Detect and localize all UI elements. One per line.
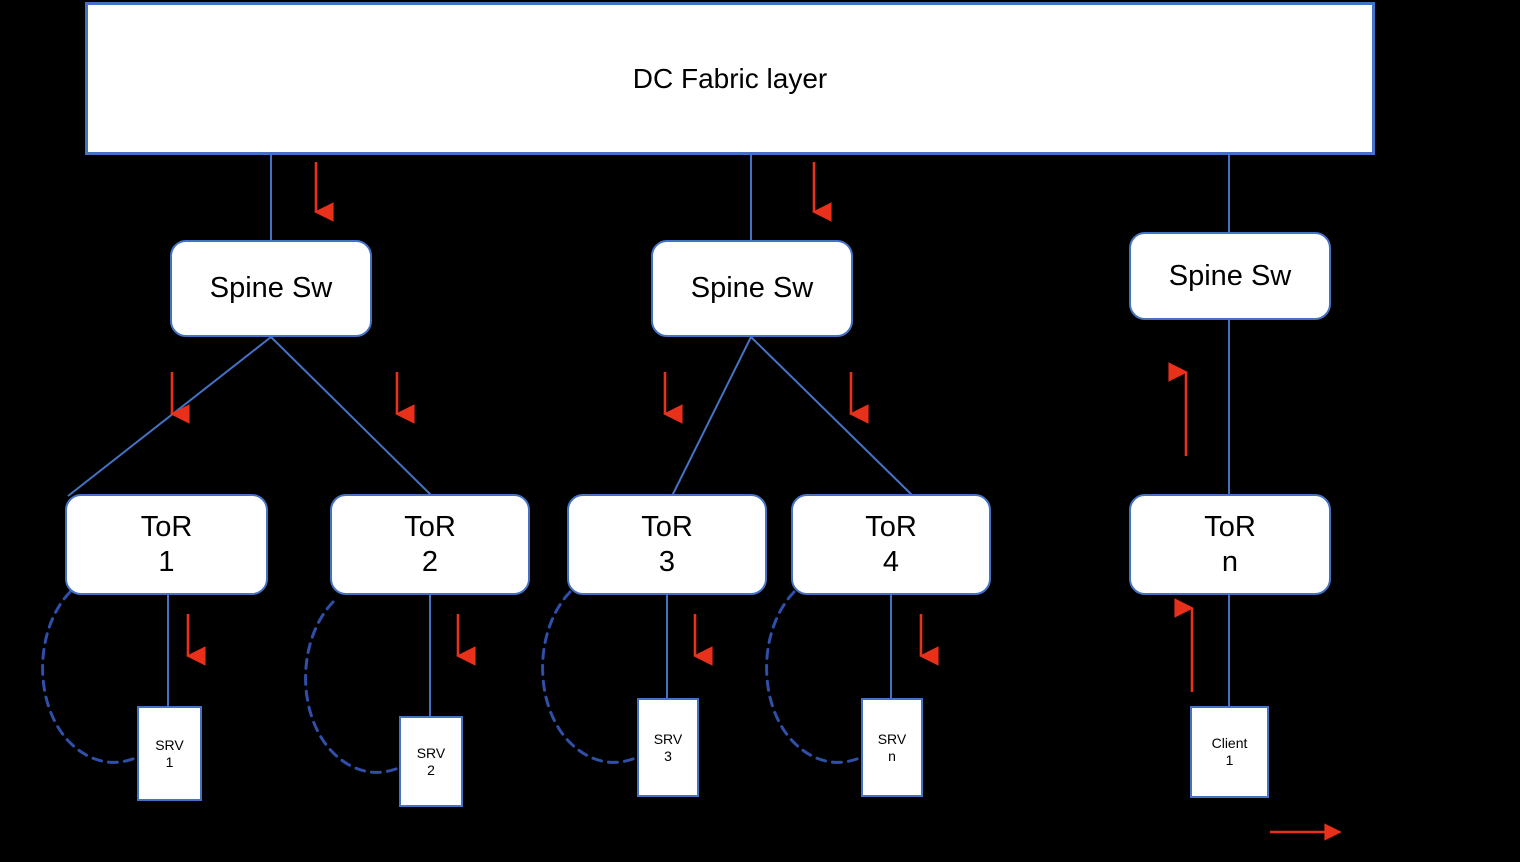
dashed-curve-tor2-srv2	[304, 600, 403, 774]
node-srv-3[interactable]: SRV 3	[637, 698, 699, 797]
node-spine-sw-3[interactable]: Spine Sw	[1129, 232, 1331, 320]
node-tor-n[interactable]: ToR n	[1129, 494, 1331, 595]
node-srv-n[interactable]: SRV n	[861, 698, 923, 797]
node-srv-1[interactable]: SRV 1	[137, 706, 202, 801]
node-label-srv-3-line2: 3	[664, 747, 672, 764]
node-label-tor-3-line1: ToR	[641, 511, 693, 544]
dashed-curve-tor3-srv3	[541, 590, 640, 764]
node-label-srv-2-line1: SRV	[416, 744, 446, 761]
node-label-tor-n-line2: n	[1221, 545, 1239, 578]
dashed-curve-tor4-srvn	[765, 590, 864, 764]
node-tor-2[interactable]: ToR 2	[330, 494, 530, 595]
link-spine2-tor3	[671, 336, 752, 497]
link-spine1-tor2	[270, 336, 433, 497]
fabric-to-spine-links	[270, 155, 1230, 240]
node-tor-1[interactable]: ToR 1	[65, 494, 268, 595]
link-spine1-tor1	[67, 336, 272, 497]
node-label-spine-sw-2: Spine Sw	[690, 272, 814, 305]
node-spine-sw-2[interactable]: Spine Sw	[651, 240, 853, 337]
node-label-srv-n-line1: SRV	[877, 730, 907, 747]
node-tor-4[interactable]: ToR 4	[791, 494, 991, 595]
node-label-srv-1-line1: SRV	[155, 736, 184, 753]
node-label-client-1-line1: Client	[1211, 735, 1248, 752]
node-srv-2[interactable]: SRV 2	[399, 716, 463, 807]
node-label-tor-n-line1: ToR	[1204, 511, 1256, 544]
node-label-tor-1-line1: ToR	[140, 511, 193, 544]
node-label-tor-2-line2: 2	[421, 545, 439, 578]
node-label-tor-4-line1: ToR	[865, 511, 917, 544]
node-label-dc-fabric-layer: DC Fabric layer	[632, 62, 828, 94]
spine-to-tor-links	[67, 320, 1230, 497]
node-label-tor-4-line2: 4	[882, 545, 900, 578]
node-label-client-1-line2: 1	[1225, 752, 1234, 768]
node-label-spine-sw-1: Spine Sw	[209, 272, 333, 305]
node-label-spine-sw-3: Spine Sw	[1168, 259, 1292, 292]
node-label-srv-n-line2: n	[888, 747, 896, 764]
node-label-tor-1-line2: 1	[158, 545, 175, 578]
node-label-srv-3-line1: SRV	[653, 730, 683, 747]
node-label-srv-1-line2: 1	[165, 753, 174, 770]
link-spine2-tor4	[750, 336, 914, 497]
dashed-curve-tor1-srv1	[41, 590, 140, 764]
node-label-srv-2-line2: 2	[427, 761, 435, 778]
node-label-tor-3-line2: 3	[658, 545, 676, 578]
node-client-1[interactable]: Client 1	[1190, 706, 1269, 798]
node-tor-3[interactable]: ToR 3	[567, 494, 767, 595]
node-dc-fabric-layer[interactable]: DC Fabric layer	[85, 2, 1375, 155]
node-spine-sw-1[interactable]: Spine Sw	[170, 240, 372, 337]
node-label-tor-2-line1: ToR	[404, 511, 456, 544]
